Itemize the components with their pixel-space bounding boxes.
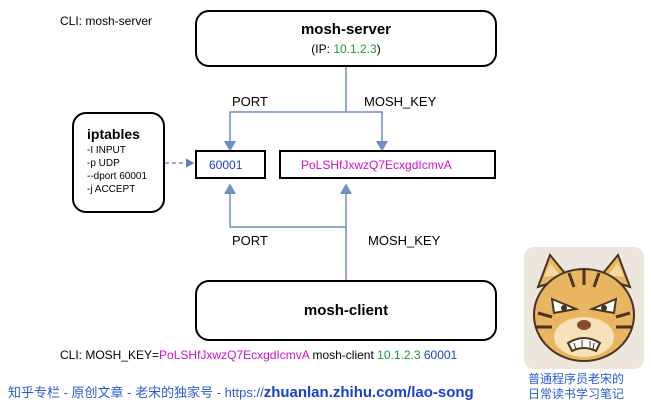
server-title: mosh-server xyxy=(300,21,392,38)
port-value: 60001 xyxy=(209,158,243,172)
iptables-title: iptables xyxy=(87,126,140,142)
server-to-port-line xyxy=(224,111,346,152)
iptables-rule: --dport 60001 xyxy=(87,171,148,182)
iptables-box: iptables -I INPUT -p UDP --dport 60001 -… xyxy=(72,112,165,213)
server-ip: 10.1.2.3 xyxy=(333,42,377,56)
footer-column-text: 知乎专栏 - 原创文章 - 老宋的独家号 - https:// xyxy=(8,385,264,400)
bottom-key-label: MOSH_KEY xyxy=(368,233,441,248)
key-value: PoLSHfJxwzQ7EcxgdIcmvA xyxy=(301,158,452,172)
footer-url-link[interactable]: zhuanlan.zhihu.com/lao-song xyxy=(263,384,474,401)
mosh-client-box: mosh-client xyxy=(195,280,497,341)
server-ip-line: (IP: 10.1.2.3) xyxy=(311,42,381,56)
mosh-server-box: mosh-server (IP: 10.1.2.3) xyxy=(195,10,497,67)
top-port-label: PORT xyxy=(232,94,268,109)
key-box: PoLSHfJxwzQ7EcxgdIcmvA xyxy=(279,150,496,179)
client-port: 60001 xyxy=(423,348,458,362)
iptables-rule: -j ACCEPT xyxy=(87,184,136,195)
client-to-port-line xyxy=(224,183,346,228)
client-key: PoLSHfJxwzQ7EcxgdIcmvA xyxy=(159,348,310,362)
client-title: mosh-client xyxy=(303,302,389,319)
cli-client-caption: CLI: MOSH_KEY=PoLSHfJxwzQ7EcxgdIcmvA mos… xyxy=(60,348,458,362)
iptables-rules: -I INPUT -p UDP --dport 60001 -j ACCEPT xyxy=(87,144,163,196)
server-to-key-line xyxy=(346,111,388,152)
iptables-rule: -I INPUT xyxy=(87,145,126,156)
bottom-port-label: PORT xyxy=(232,233,268,248)
port-box: 60001 xyxy=(195,150,266,179)
footer-motto-line: 日常读书学习笔记 xyxy=(528,387,625,401)
footer-motto-line: 普通程序员老宋的 xyxy=(528,372,625,386)
top-key-label: MOSH_KEY xyxy=(364,94,437,109)
tiger-face-icon xyxy=(524,247,644,369)
footer-banner: 知乎专栏 - 原创文章 - 老宋的独家号 - https://zhuanlan.… xyxy=(8,382,474,402)
tiger-avatar-image xyxy=(524,247,644,369)
cli-server-caption: CLI: mosh-server xyxy=(60,14,153,28)
client-ip: 10.1.2.3 xyxy=(377,348,421,362)
footer-motto: 普通程序员老宋的 日常读书学习笔记 xyxy=(528,372,624,402)
iptables-rule: -p UDP xyxy=(87,158,120,169)
